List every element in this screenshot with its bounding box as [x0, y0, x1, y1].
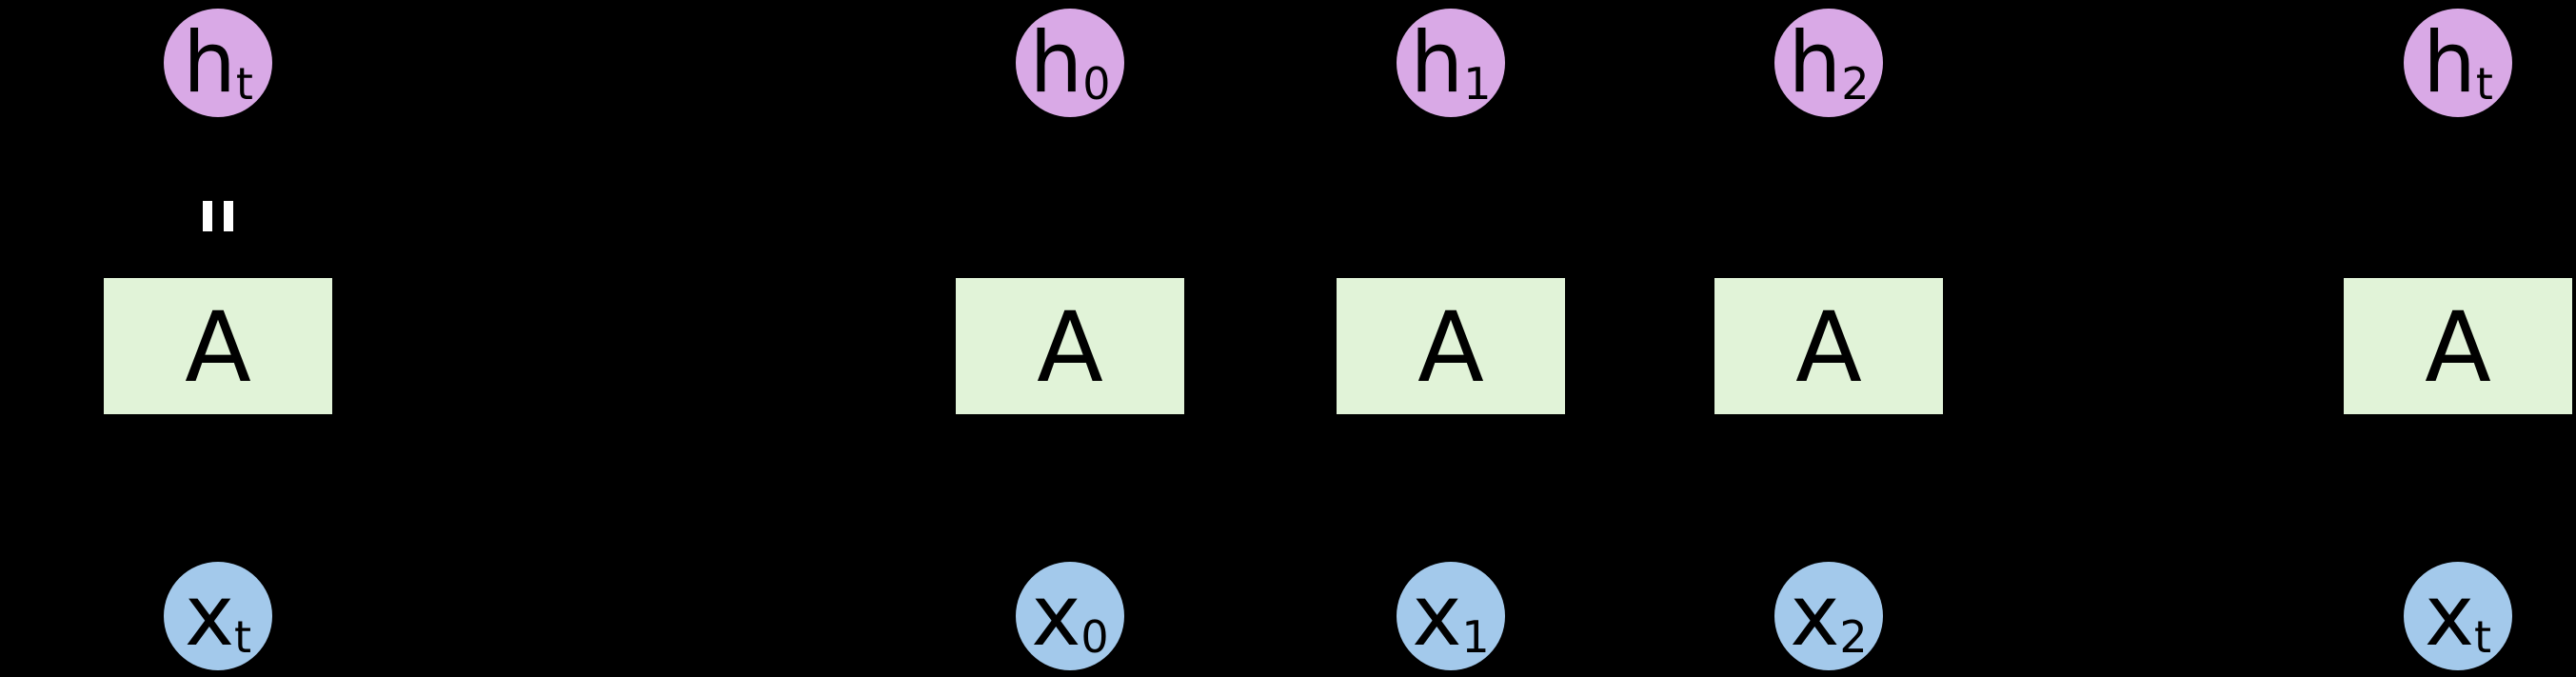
hidden-state-label: h: [2423, 13, 2476, 111]
input-subscript: 1: [1461, 611, 1490, 663]
equals-bar-left: [203, 201, 212, 231]
hidden-state-subscript: 2: [1841, 58, 1870, 110]
equals-bar-right: [224, 201, 233, 231]
rnn-cell-label: A: [185, 290, 251, 405]
hidden-state-subscript: 0: [1082, 58, 1111, 110]
rnn-cell-box: A: [956, 278, 1184, 414]
hidden-state-subscript: t: [2475, 58, 2493, 110]
equals-sign: [203, 201, 233, 231]
input-label: x: [1412, 567, 1462, 665]
rnn-cell-box: A: [2344, 278, 2572, 414]
hidden-state-subscript: 1: [1463, 58, 1492, 110]
input-subscript: 2: [1839, 611, 1868, 663]
input-label: x: [1790, 567, 1840, 665]
input-label: x: [1031, 567, 1081, 665]
input-subscript: 0: [1080, 611, 1109, 663]
rnn-cell-label: A: [1417, 290, 1484, 405]
input-label: x: [184, 567, 235, 665]
rnn-cell-label: A: [2425, 290, 2491, 405]
rnn-cell-box: A: [1337, 278, 1565, 414]
hidden-state-subscript: t: [235, 58, 253, 110]
hidden-state-label: h: [1029, 13, 1083, 111]
input-subscript: t: [2474, 611, 2492, 663]
input-subscript: t: [234, 611, 252, 663]
hidden-state-label: h: [1410, 13, 1464, 111]
hidden-state-label: h: [1788, 13, 1842, 111]
rnn-cell-label: A: [1795, 290, 1862, 405]
rnn-cell-box: A: [104, 278, 332, 414]
input-label: x: [2424, 567, 2475, 665]
hidden-state-label: h: [183, 13, 236, 111]
rnn-cell-label: A: [1037, 290, 1103, 405]
rnn-cell-box: A: [1714, 278, 1943, 414]
